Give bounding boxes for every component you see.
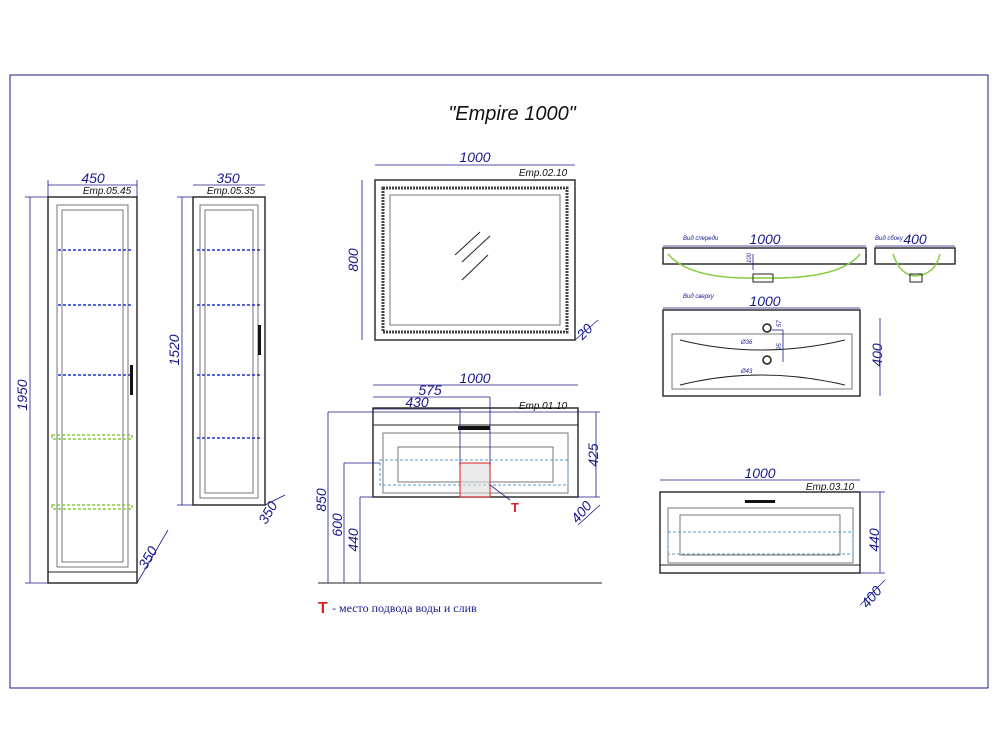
tall-cabinet-350 <box>177 184 286 506</box>
dim-57: 57 <box>777 320 783 327</box>
dim-width: 1000 <box>749 231 780 247</box>
dim-width: 1000 <box>459 149 490 165</box>
sheet-border <box>9 74 989 689</box>
dim-width: 450 <box>81 170 105 186</box>
vanity-unit <box>318 384 602 584</box>
glass-shelves <box>58 249 132 376</box>
dim-height: 800 <box>345 248 361 272</box>
glass-reflection-icon <box>454 231 491 281</box>
dim-height: 425 <box>585 443 601 467</box>
product-code: Emp.01.10 <box>519 401 568 412</box>
dim-height: 440 <box>866 528 882 552</box>
mirror <box>361 164 599 341</box>
side-view-label: Вид сбоку <box>875 236 904 242</box>
product-code: Emp.02.10 <box>519 168 568 179</box>
dim-top-width: 1000 <box>749 293 780 309</box>
dim-top-depth: 400 <box>869 343 885 367</box>
dim-depth: 400 <box>568 498 595 526</box>
dim-600: 600 <box>329 513 345 537</box>
top-view-label: Вид сверху <box>683 294 715 300</box>
dim-95: 95 <box>777 343 783 350</box>
drawing-title: "Empire 1000" <box>448 103 576 125</box>
dim-430: 430 <box>405 394 429 410</box>
dim-inner: 100 <box>747 252 753 263</box>
dim-depth: 400 <box>903 231 927 247</box>
dim-depth: 20 <box>573 320 596 343</box>
product-code: Emp.05.35 <box>207 186 256 197</box>
hole-diameter-1: Ø36 <box>740 340 753 346</box>
front-view-label: Вид спереди <box>683 236 719 242</box>
water-marker: T <box>511 500 519 515</box>
legend-text: - место подвода воды и слив <box>332 601 477 615</box>
legend-marker: T <box>318 600 328 617</box>
dim-depth: 350 <box>135 543 161 571</box>
dim-width: 350 <box>216 170 240 186</box>
dim-height: 1520 <box>166 334 182 365</box>
dim-height: 1950 <box>14 379 30 410</box>
product-code: Emp.03.10 <box>806 482 855 493</box>
dim-440: 440 <box>345 528 361 552</box>
dim-depth: 400 <box>858 583 885 611</box>
product-code: Emp.05.45 <box>83 186 132 197</box>
tall-cabinet-450 <box>25 180 169 584</box>
base-cabinet <box>659 479 886 606</box>
dim-width: 1000 <box>459 370 490 386</box>
handle-icon <box>130 365 133 395</box>
water-supply-zone <box>459 462 491 498</box>
hole-diameter-2: Ø43 <box>740 369 753 375</box>
dim-width: 1000 <box>744 465 775 481</box>
dim-575: 575 <box>418 382 442 398</box>
sink-drawing <box>662 245 956 397</box>
dim-850: 850 <box>313 488 329 512</box>
